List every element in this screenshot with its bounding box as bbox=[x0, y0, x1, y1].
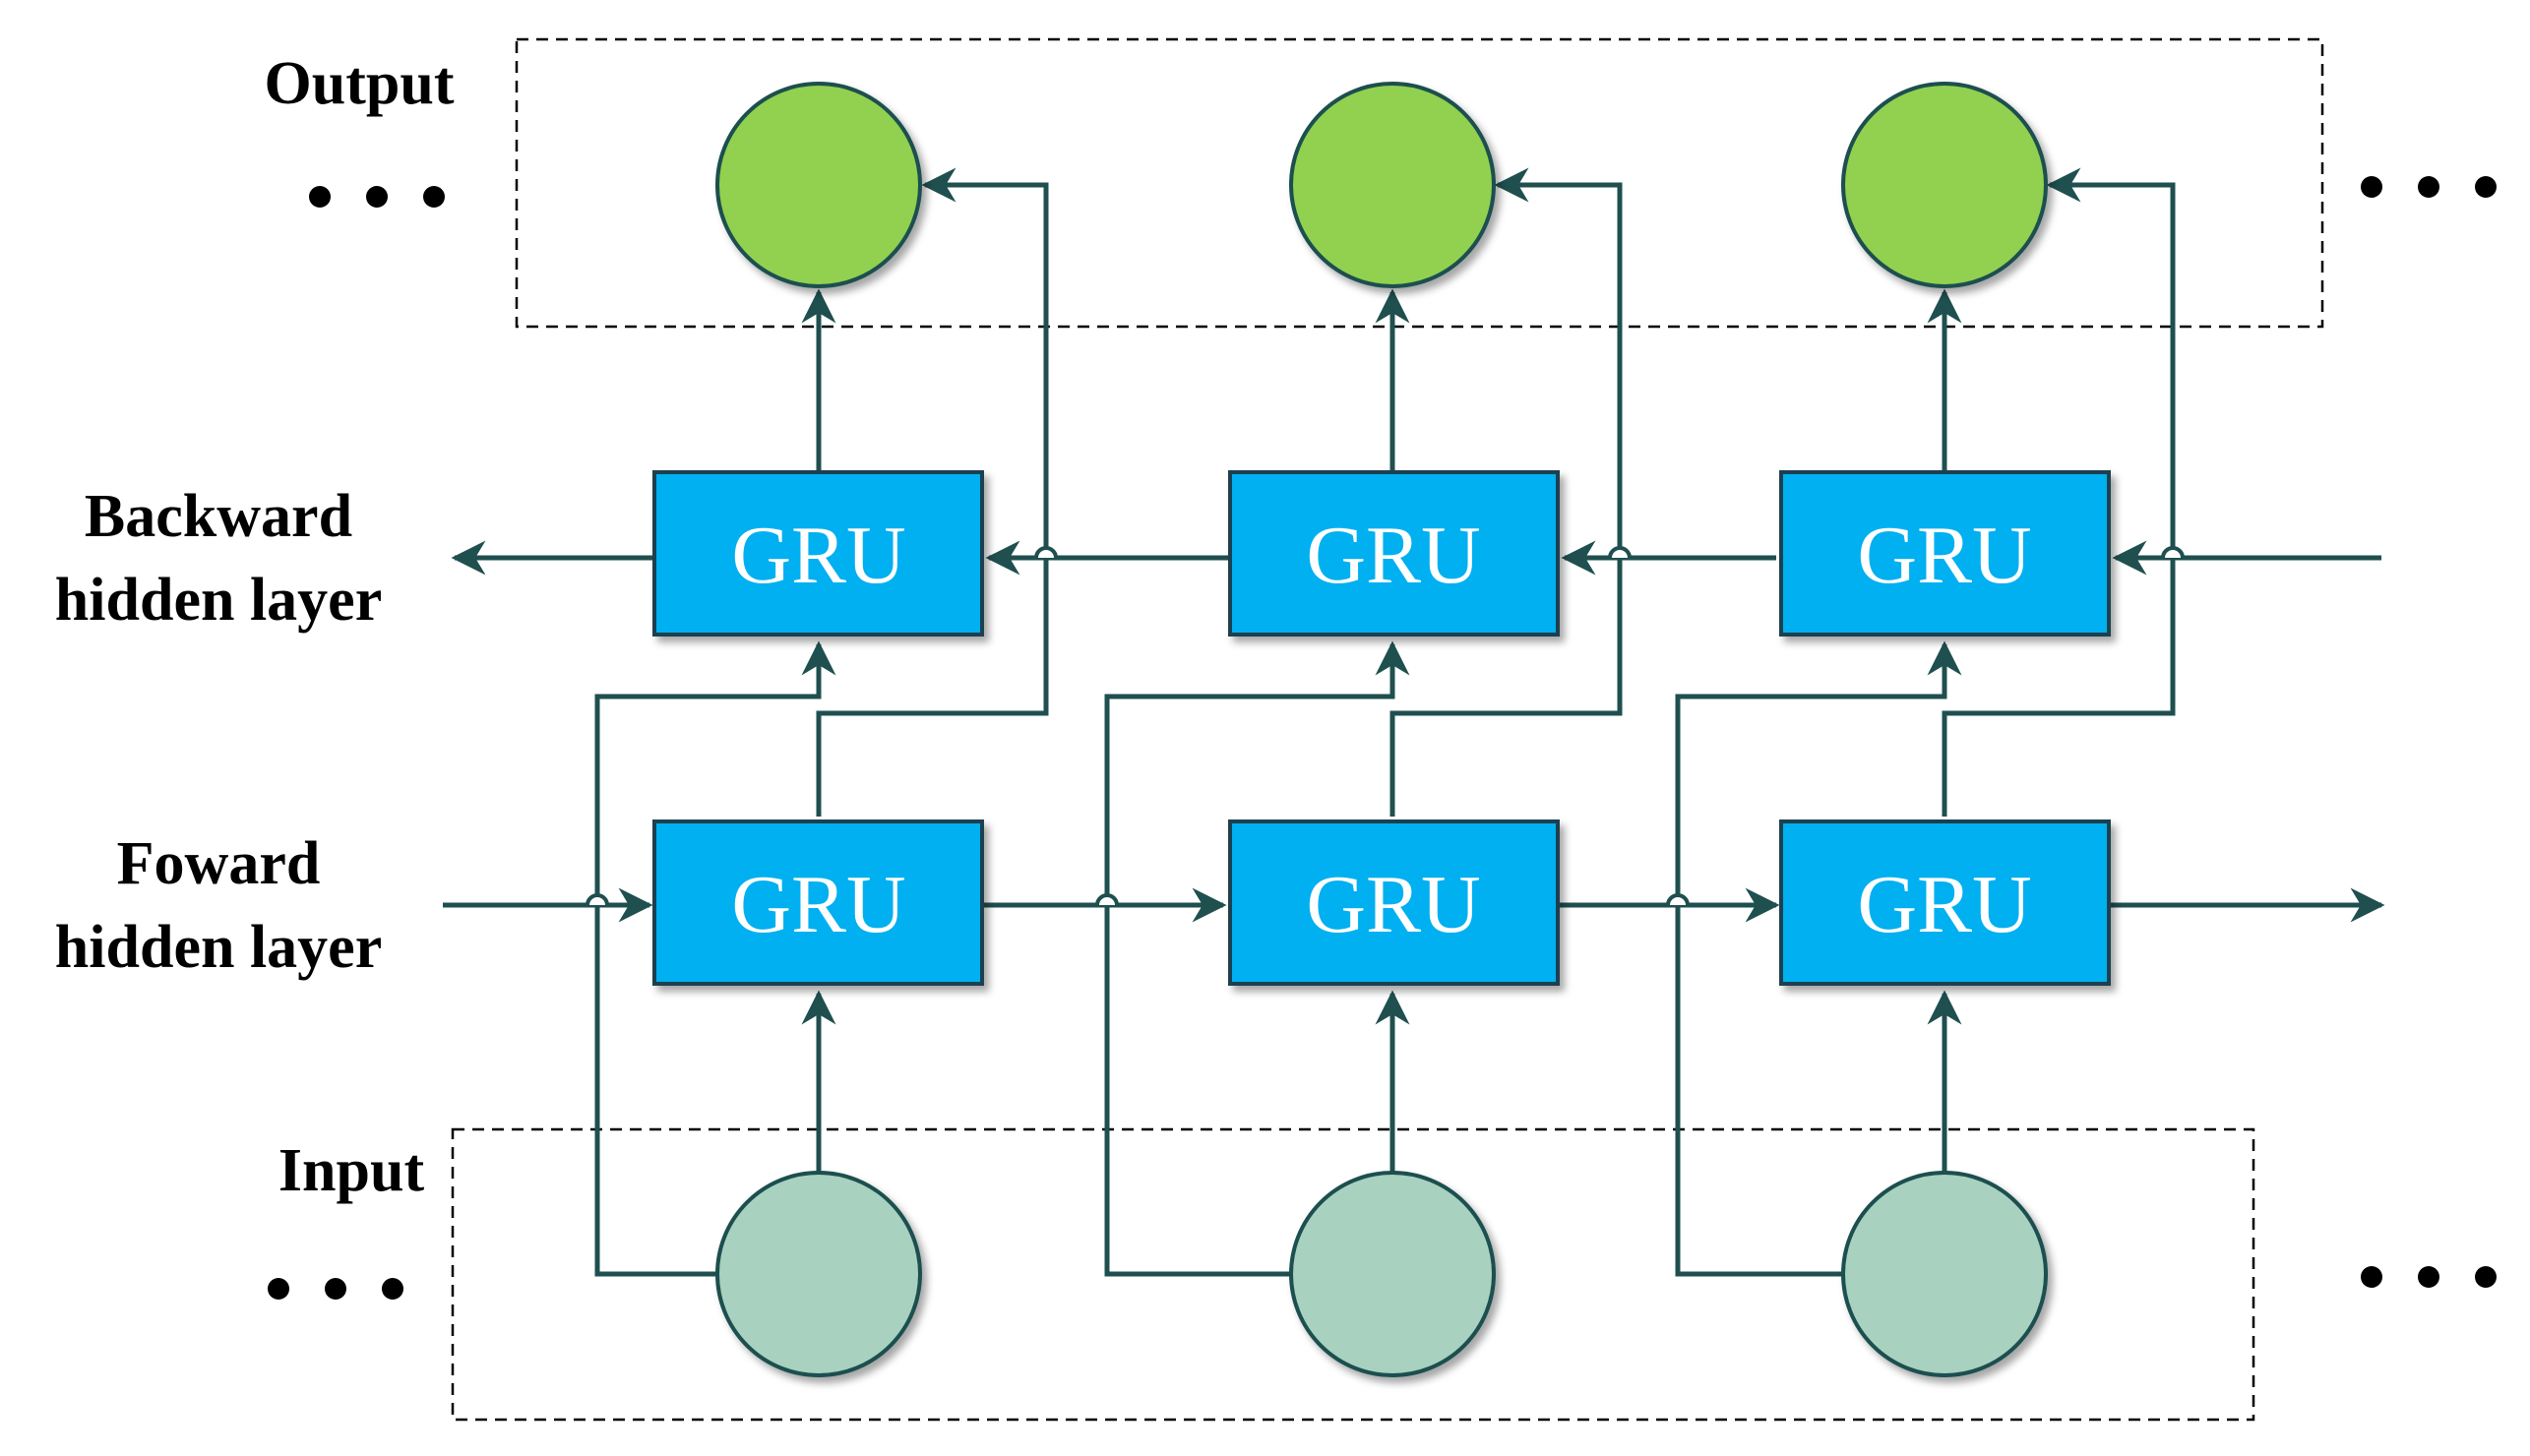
input-label: Input bbox=[278, 1137, 425, 1204]
ellipsis-bottom-left bbox=[268, 1278, 403, 1300]
backward-gru-3: GRU bbox=[1779, 470, 2111, 637]
forward-gru-row: GRU GRU GRU bbox=[652, 819, 2111, 986]
ellipsis-bottom-right bbox=[2361, 1266, 2497, 1288]
gru-label: GRU bbox=[1857, 510, 2031, 601]
output-node-1 bbox=[715, 82, 922, 288]
fgru1-to-output1 bbox=[816, 167, 1049, 817]
backward-gru-row: GRU GRU GRU bbox=[652, 470, 2111, 637]
line-jumps bbox=[586, 546, 2185, 906]
gru-label: GRU bbox=[1857, 859, 2031, 950]
backward-gru-1: GRU bbox=[652, 470, 984, 637]
backward-label-line2: hidden layer bbox=[55, 567, 382, 634]
gru-label: GRU bbox=[731, 510, 905, 601]
forward-gru-1: GRU bbox=[652, 819, 984, 986]
output-node-2 bbox=[1289, 82, 1496, 288]
forward-gru-2: GRU bbox=[1228, 819, 1560, 986]
forward-label-line1: Foward bbox=[117, 830, 321, 897]
fgru2-to-output2 bbox=[1389, 167, 1623, 817]
input1-to-bgru1 bbox=[594, 640, 836, 1277]
input-node-1 bbox=[715, 1171, 922, 1377]
gru-label: GRU bbox=[1306, 859, 1480, 950]
gru-label: GRU bbox=[731, 859, 905, 950]
input-nodes bbox=[715, 1171, 2048, 1377]
ellipsis-top-right bbox=[2361, 176, 2497, 198]
backward-gru-2: GRU bbox=[1228, 470, 1560, 637]
input2-to-bgru2 bbox=[1104, 640, 1410, 1277]
forward-gru-3: GRU bbox=[1779, 819, 2111, 986]
backward-label-line1: Backward bbox=[85, 483, 352, 550]
output-nodes bbox=[715, 82, 2048, 288]
output-label: Output bbox=[265, 50, 455, 117]
input3-to-bgru3 bbox=[1675, 640, 1962, 1277]
output-box bbox=[515, 37, 2324, 329]
ellipsis-top-left bbox=[309, 186, 445, 208]
input-node-3 bbox=[1841, 1171, 2048, 1377]
forward-label-line2: hidden layer bbox=[55, 914, 382, 981]
input-box bbox=[451, 1127, 2255, 1422]
input-node-2 bbox=[1289, 1171, 1496, 1377]
connections bbox=[443, 167, 2385, 1277]
output-node-3 bbox=[1841, 82, 2048, 288]
gru-label: GRU bbox=[1306, 510, 1480, 601]
fgru3-to-output3 bbox=[1942, 167, 2176, 817]
